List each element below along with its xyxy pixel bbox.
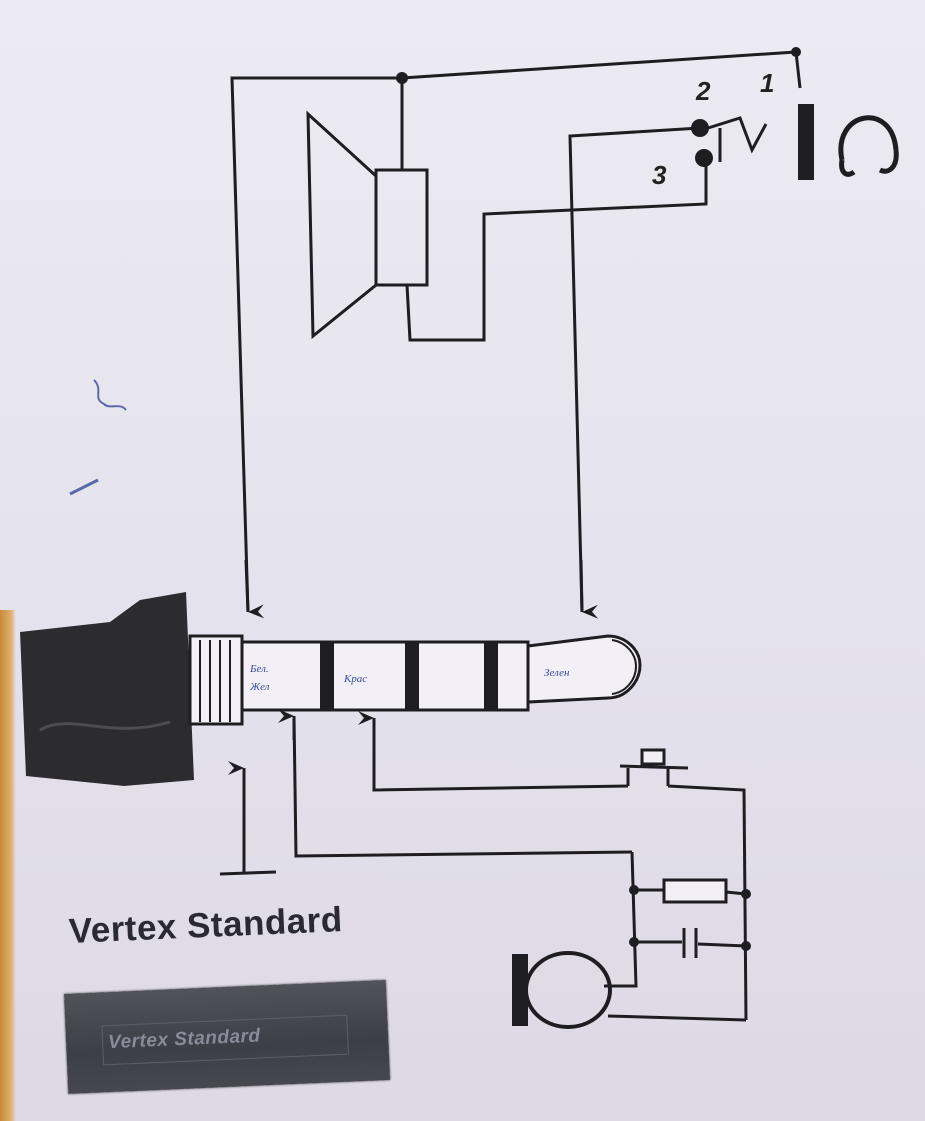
wire-mic-node	[604, 851, 638, 988]
segment-label-tip: Зелен	[544, 667, 570, 679]
pen-mark	[69, 478, 99, 496]
wire-ptt	[372, 718, 629, 792]
junction-dot	[791, 47, 801, 57]
wire-tip	[568, 126, 701, 613]
segment-label-sleeve-2: Жел	[249, 681, 270, 693]
junction-dot	[396, 72, 408, 84]
wire-mic-return	[607, 1014, 747, 1022]
microphone-icon	[512, 951, 612, 1029]
segment-label-sleeve: Бел.	[249, 663, 269, 675]
pin-label-2: 2	[695, 76, 711, 106]
ground-icon	[219, 870, 277, 876]
headphone-jack	[691, 104, 814, 180]
capacitor-icon	[634, 928, 747, 958]
brand-badge: Vertex Standard	[64, 979, 391, 1094]
pen-mark	[93, 379, 127, 411]
arrow-tip	[579, 559, 599, 619]
junction-dots	[629, 885, 751, 951]
desk-edge	[0, 610, 16, 1121]
pin-label-1: 1	[760, 68, 774, 98]
resistor-icon	[634, 878, 747, 904]
audio-plug	[20, 592, 642, 786]
headphones-icon	[838, 115, 899, 177]
pin-label-3: 3	[652, 160, 667, 190]
wire-mic	[292, 715, 633, 858]
wire-speaker-return	[405, 162, 708, 342]
arrow-sleeve	[244, 559, 265, 619]
segment-label-ring: Крас	[343, 673, 367, 685]
